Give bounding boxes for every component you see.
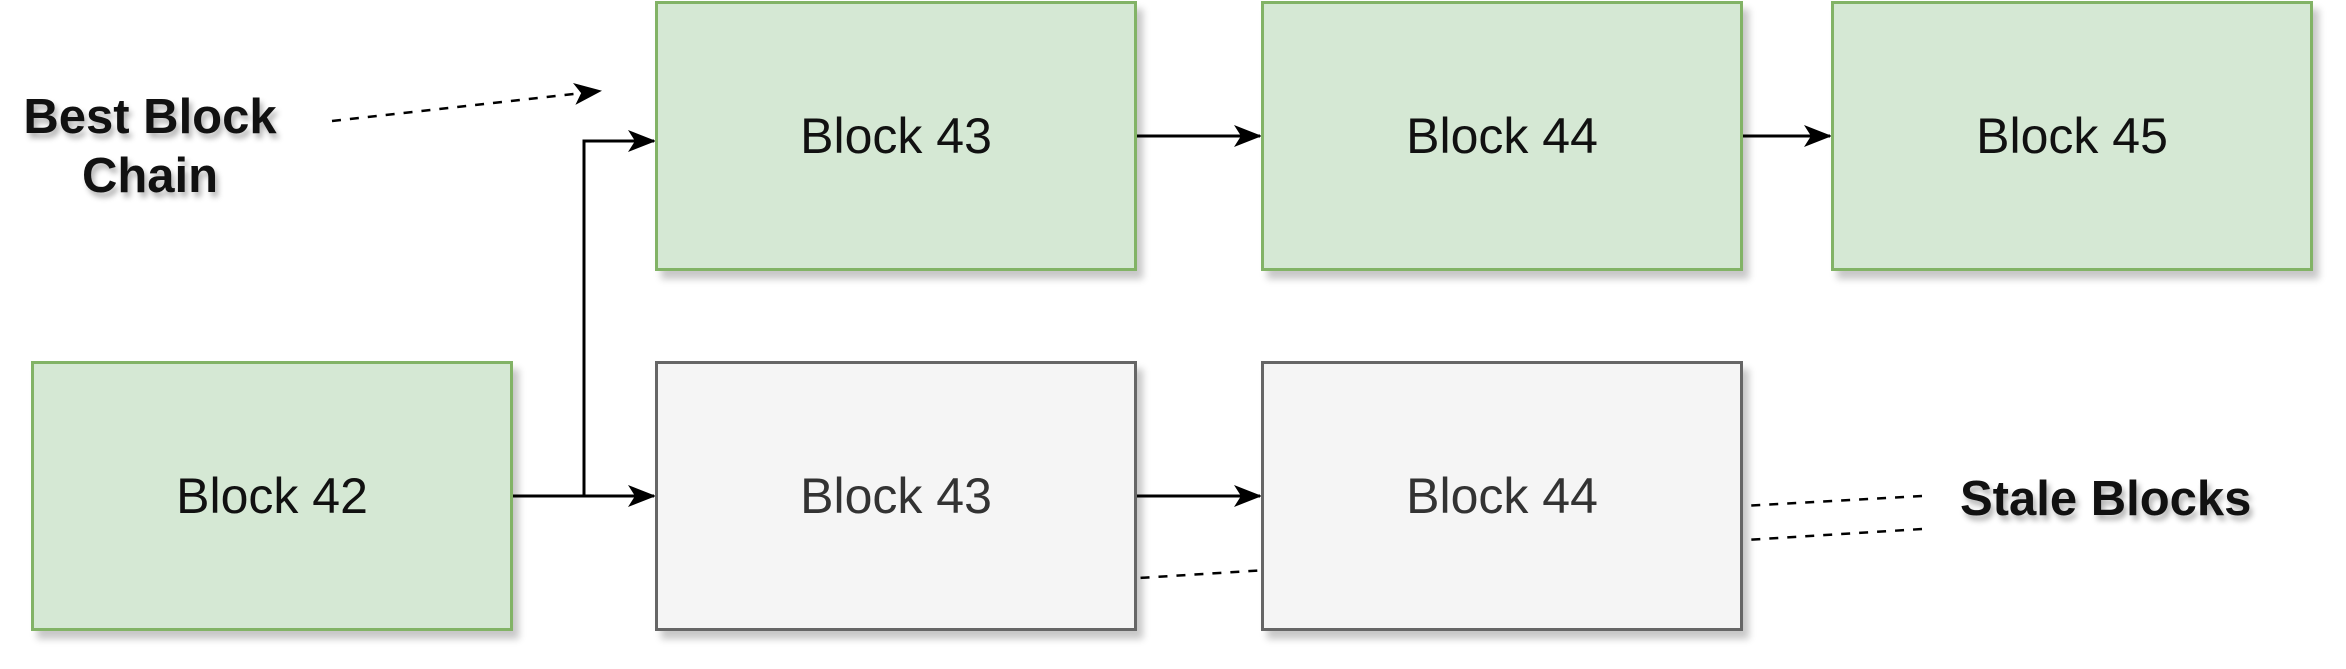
best-block-45-label: Block 45 <box>1976 108 2168 164</box>
best-block-43-label: Block 43 <box>800 108 992 164</box>
block-42: Block 42 <box>31 361 513 631</box>
edge-42-to-best-43 <box>582 130 656 496</box>
stale-block-43-label: Block 43 <box>800 468 992 524</box>
best-block-45: Block 45 <box>1831 1 2313 271</box>
stale-block-44-label: Block 44 <box>1406 468 1598 524</box>
best-block-chain-line2: Chain <box>81 148 219 203</box>
pointer-best-chain <box>331 82 602 123</box>
stale-blocks-text: Stale Blocks <box>1960 472 2252 526</box>
best-block-chain-label: Best Block Chain <box>10 88 290 206</box>
best-block-43: Block 43 <box>655 1 1137 271</box>
stale-blocks-label: Stale Blocks <box>1960 470 2280 529</box>
best-block-44-label: Block 44 <box>1406 108 1598 164</box>
stale-block-43: Block 43 <box>655 361 1137 631</box>
block-42-label: Block 42 <box>176 468 368 524</box>
best-block-chain-line1: Best Block <box>23 90 277 144</box>
stale-block-44: Block 44 <box>1261 361 1743 631</box>
best-block-44: Block 44 <box>1261 1 1743 271</box>
